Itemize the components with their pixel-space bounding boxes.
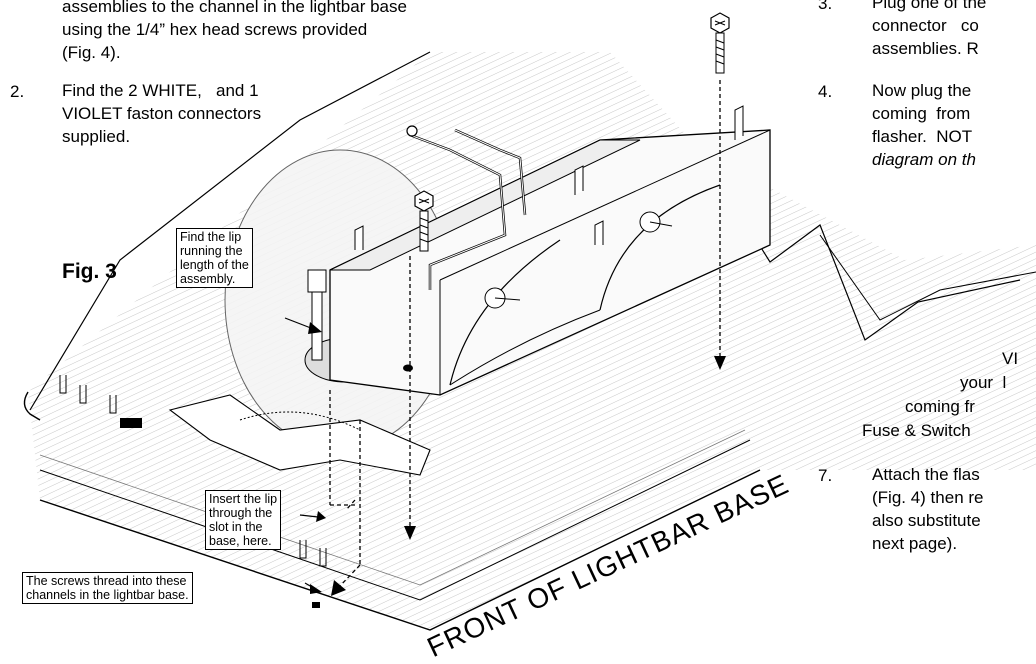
intro-line-1: assemblies to the channel in the lightba… [62,0,407,16]
callout-find-lip: Find the lip running the length of the a… [176,228,253,288]
callout-screws-line-1: The screws thread into these [26,574,187,588]
callout-screws-line-2: channels in the lightbar base. [26,588,189,602]
callout-find-lip-line-2: running the [180,244,243,258]
callout-leaders [284,317,326,594]
callout-find-lip-line-4: assembly. [180,272,236,286]
hex-screw-left [414,190,434,252]
callout-insert-lip-line-4: base, here. [209,534,272,548]
callout-insert-lip-line-2: through the [209,506,273,520]
step-3-line-3: assemblies. R [872,39,979,58]
flasher-housing [329,105,771,396]
wire-harness [406,125,527,290]
step-2-line-2: VIOLET faston connectors [62,104,262,123]
callout-find-lip-line-3: length of the [180,258,249,272]
mounting-bracket [168,394,431,476]
step-2-line-3: supplied. [62,127,131,146]
hex-screw-right [710,12,730,74]
step-4-line-1: Now plug the [872,81,972,100]
step-7-line-4: next page). [872,534,958,553]
step-3-line-1: Plug one of the [872,0,987,12]
step-2-line-1: Find the 2 WHITE, and 1 [62,81,259,100]
lightbar-assembly-illustration [23,12,1036,631]
step-4-line-4: diagram on th [872,150,976,169]
fragment-1: VI [1002,349,1019,368]
step-2-number: 2. [10,82,25,101]
callout-insert-lip-line-1: Insert the lip [209,492,278,506]
step-7-number: 7. [818,466,833,485]
step-3-line-2: connector co [872,16,979,35]
figure-label: Fig. 3 [62,260,117,283]
fragment-2: your l [960,373,1007,392]
intro-line-2: using the 1/4” hex head screws provided [62,20,368,39]
step-4-line-3: flasher. NOT [872,127,973,146]
step-7-line-2: (Fig. 4) then re [872,488,984,507]
fragment-3: coming fr [905,397,975,416]
callout-find-lip-line-1: Find the lip [180,230,242,244]
step-7-line-1: Attach the flas [872,465,980,484]
callout-screws: The screws thread into these channels in… [22,572,193,604]
intro-line-3: (Fig. 4). [62,43,121,62]
step-7-line-3: also substitute [872,511,981,530]
step-4-number: 4. [818,82,833,101]
callout-insert-lip-line-3: slot in the [209,520,263,534]
screw-guide-arrows [329,80,726,596]
callout-insert-lip: Insert the lip through the slot in the b… [205,490,282,550]
step-3-number: 3. [818,0,833,13]
step-4-line-2: coming from [872,104,971,123]
fragment-4: Fuse & Switch [862,421,971,440]
